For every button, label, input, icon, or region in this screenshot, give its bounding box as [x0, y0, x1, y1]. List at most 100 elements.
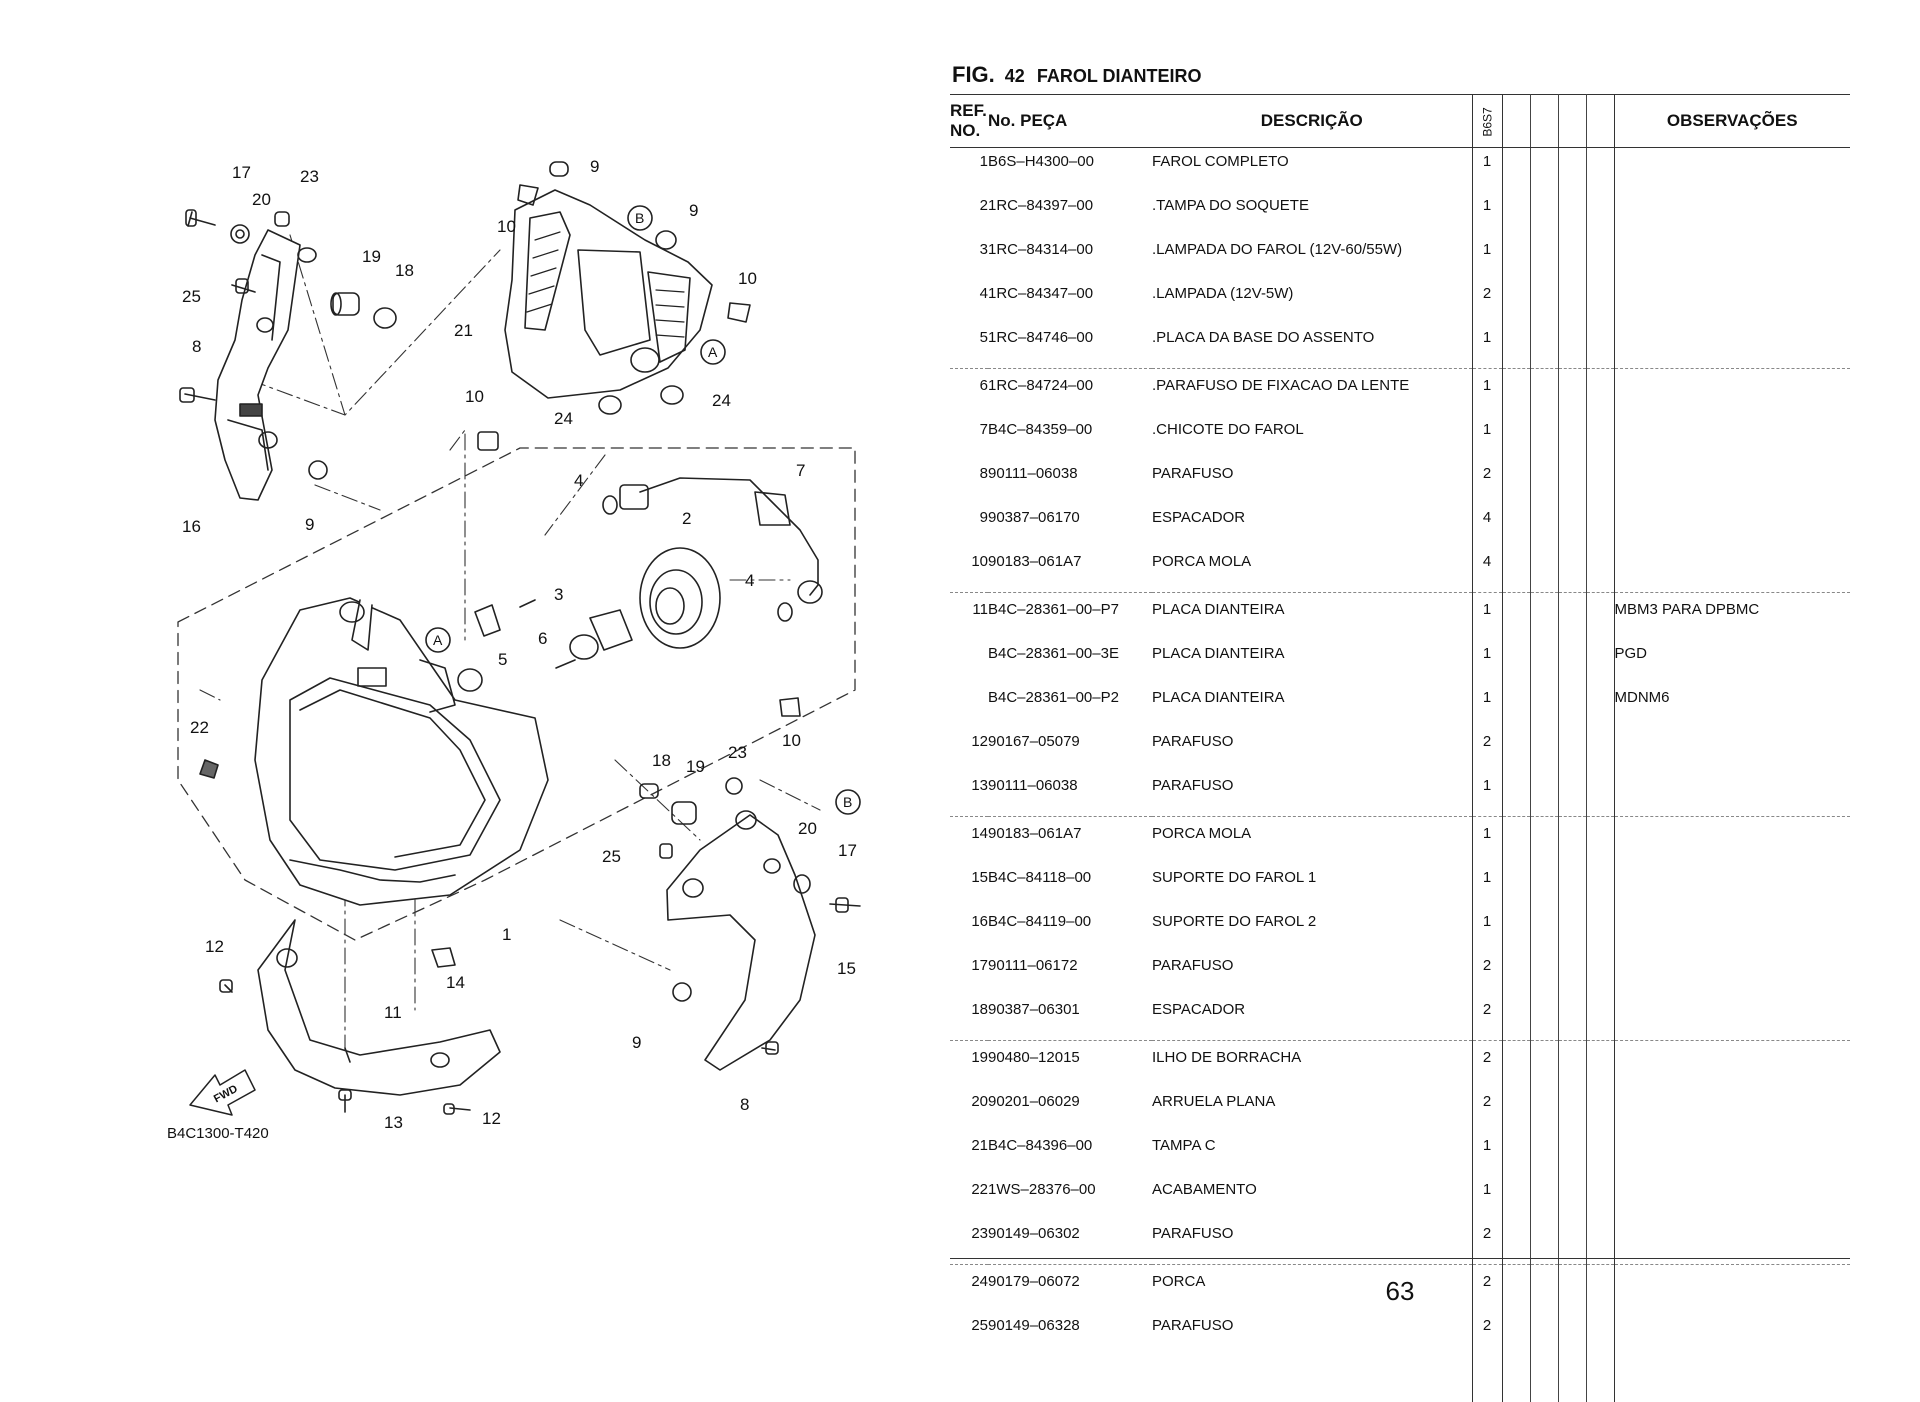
quantity-cell: 1: [1471, 640, 1503, 684]
description-cell: ILHO DE BORRACHA: [1152, 1040, 1472, 1088]
bracket-left-16: [214, 229, 317, 501]
diagram-label: 10: [465, 387, 484, 406]
quantity-cell: 1: [1471, 236, 1503, 280]
diagram-label: 6: [538, 629, 547, 648]
description-cell: ACABAMENTO: [1152, 1181, 1257, 1198]
part-number-cell: B4C–84396–00: [988, 1137, 1093, 1154]
part-number-cell: 1RC–84314–00: [988, 241, 1094, 258]
ref-cell: 22: [971, 1181, 988, 1198]
part-number-cell: B4C–84118–00: [988, 869, 1092, 886]
part-number-cell: B4C–28361–00–3E: [988, 645, 1119, 662]
fasteners-top-left: [179, 209, 397, 480]
diagram-label: 20: [798, 819, 817, 838]
diagram-label: 9: [689, 201, 698, 220]
diagram-label: 23: [300, 167, 319, 186]
observation-cell: [1614, 996, 1850, 1041]
socket-cover-2: [639, 547, 721, 649]
observation-cell: [1614, 324, 1850, 369]
quantity-cell: 1: [1471, 864, 1503, 908]
diagram-label: 10: [497, 217, 516, 236]
quantity-cell: 2: [1471, 1264, 1503, 1312]
col-header-observations: OBSERVAÇÕES: [1614, 94, 1850, 148]
part-number-cell: B4C–28361–00–P7: [988, 592, 1152, 640]
diagram-label: 12: [205, 937, 224, 956]
observation-cell: [1614, 504, 1850, 548]
ref-cell: 19: [950, 1040, 988, 1088]
quantity-cell: 1: [1471, 147, 1503, 192]
description-cell: PARAFUSO: [1152, 957, 1234, 974]
part-number-cell: B6S–H4300–00: [988, 153, 1094, 170]
ref-cell: 4: [979, 285, 988, 302]
diagram-label: 23: [728, 743, 747, 762]
description-cell: PARAFUSO: [1152, 1225, 1234, 1242]
observation-cell: [1614, 1264, 1850, 1312]
quantity-cell: 4: [1471, 548, 1503, 593]
quantity-cell: 1: [1471, 908, 1503, 952]
quantity-cell: 1: [1471, 192, 1503, 236]
assembly-boundary: [177, 447, 856, 941]
quantity-cell: 4: [1471, 504, 1503, 548]
part-number-cell: 90387–06301: [988, 1001, 1080, 1018]
diagram-label: 13: [384, 1113, 403, 1132]
observation-cell: [1614, 816, 1850, 864]
figure-title: FAROL DIANTEIRO: [1036, 66, 1202, 86]
callout-a-label: A: [708, 344, 718, 360]
diagram-label: 17: [838, 841, 857, 860]
description-cell: .PLACA DA BASE DO ASSENTO: [1152, 329, 1375, 346]
diagram-label: 9: [632, 1033, 641, 1052]
observation-cell: [1614, 1040, 1850, 1088]
lower-bracket-11: [219, 919, 501, 1115]
ref-cell: 6: [950, 368, 988, 416]
diagram-label: 8: [740, 1095, 749, 1114]
ref-cell: 15: [971, 869, 988, 886]
description-cell: ESPACADOR: [1152, 1001, 1246, 1018]
diagram-label: 19: [362, 247, 381, 266]
ref-cell: 18: [971, 1001, 988, 1018]
part-number-cell: 90111–06038: [988, 465, 1078, 482]
ref-cell: 2: [979, 197, 988, 214]
ref-cell: 23: [971, 1225, 988, 1242]
quantity-cell: 1: [1471, 1176, 1503, 1220]
observation-cell: [1614, 416, 1850, 460]
ref-cell: 8: [979, 465, 988, 482]
ref-cell: 1: [979, 153, 988, 170]
description-cell: SUPORTE DO FAROL 2: [1152, 913, 1317, 930]
part-number-cell: B4C–28361–00–P2: [988, 689, 1119, 706]
observation-cell: [1614, 728, 1850, 772]
quantity-cell: 2: [1471, 1312, 1503, 1356]
ref-cell: 14: [950, 816, 988, 864]
quantity-cell: 1: [1471, 816, 1503, 864]
callout-a-label: A: [433, 632, 443, 648]
quantity-cell: 2: [1471, 1220, 1503, 1265]
diagram-label: 11: [384, 1003, 402, 1022]
diagram-label: 19: [686, 757, 705, 776]
description-cell: .LAMPADA (12V-5W): [1152, 285, 1294, 302]
diagram-label: 9: [590, 157, 599, 176]
diagram-label: 5: [498, 650, 507, 669]
part-number-cell: 1RC–84746–00: [988, 329, 1094, 346]
diagram-label: 14: [446, 973, 465, 992]
part-number-cell: 1WS–28376–00: [988, 1181, 1096, 1198]
part-number-cell: B4C–84359–00: [988, 421, 1093, 438]
bracket-right-15: [639, 777, 861, 1071]
description-cell: .CHICOTE DO FAROL: [1152, 421, 1304, 438]
diagram-label: 22: [190, 718, 209, 737]
observation-cell: [1614, 908, 1850, 952]
observation-cell: [1614, 864, 1850, 908]
observation-cell: [1614, 368, 1850, 416]
quantity-cell: 2: [1471, 952, 1503, 996]
diagram-label: 15: [837, 959, 856, 978]
